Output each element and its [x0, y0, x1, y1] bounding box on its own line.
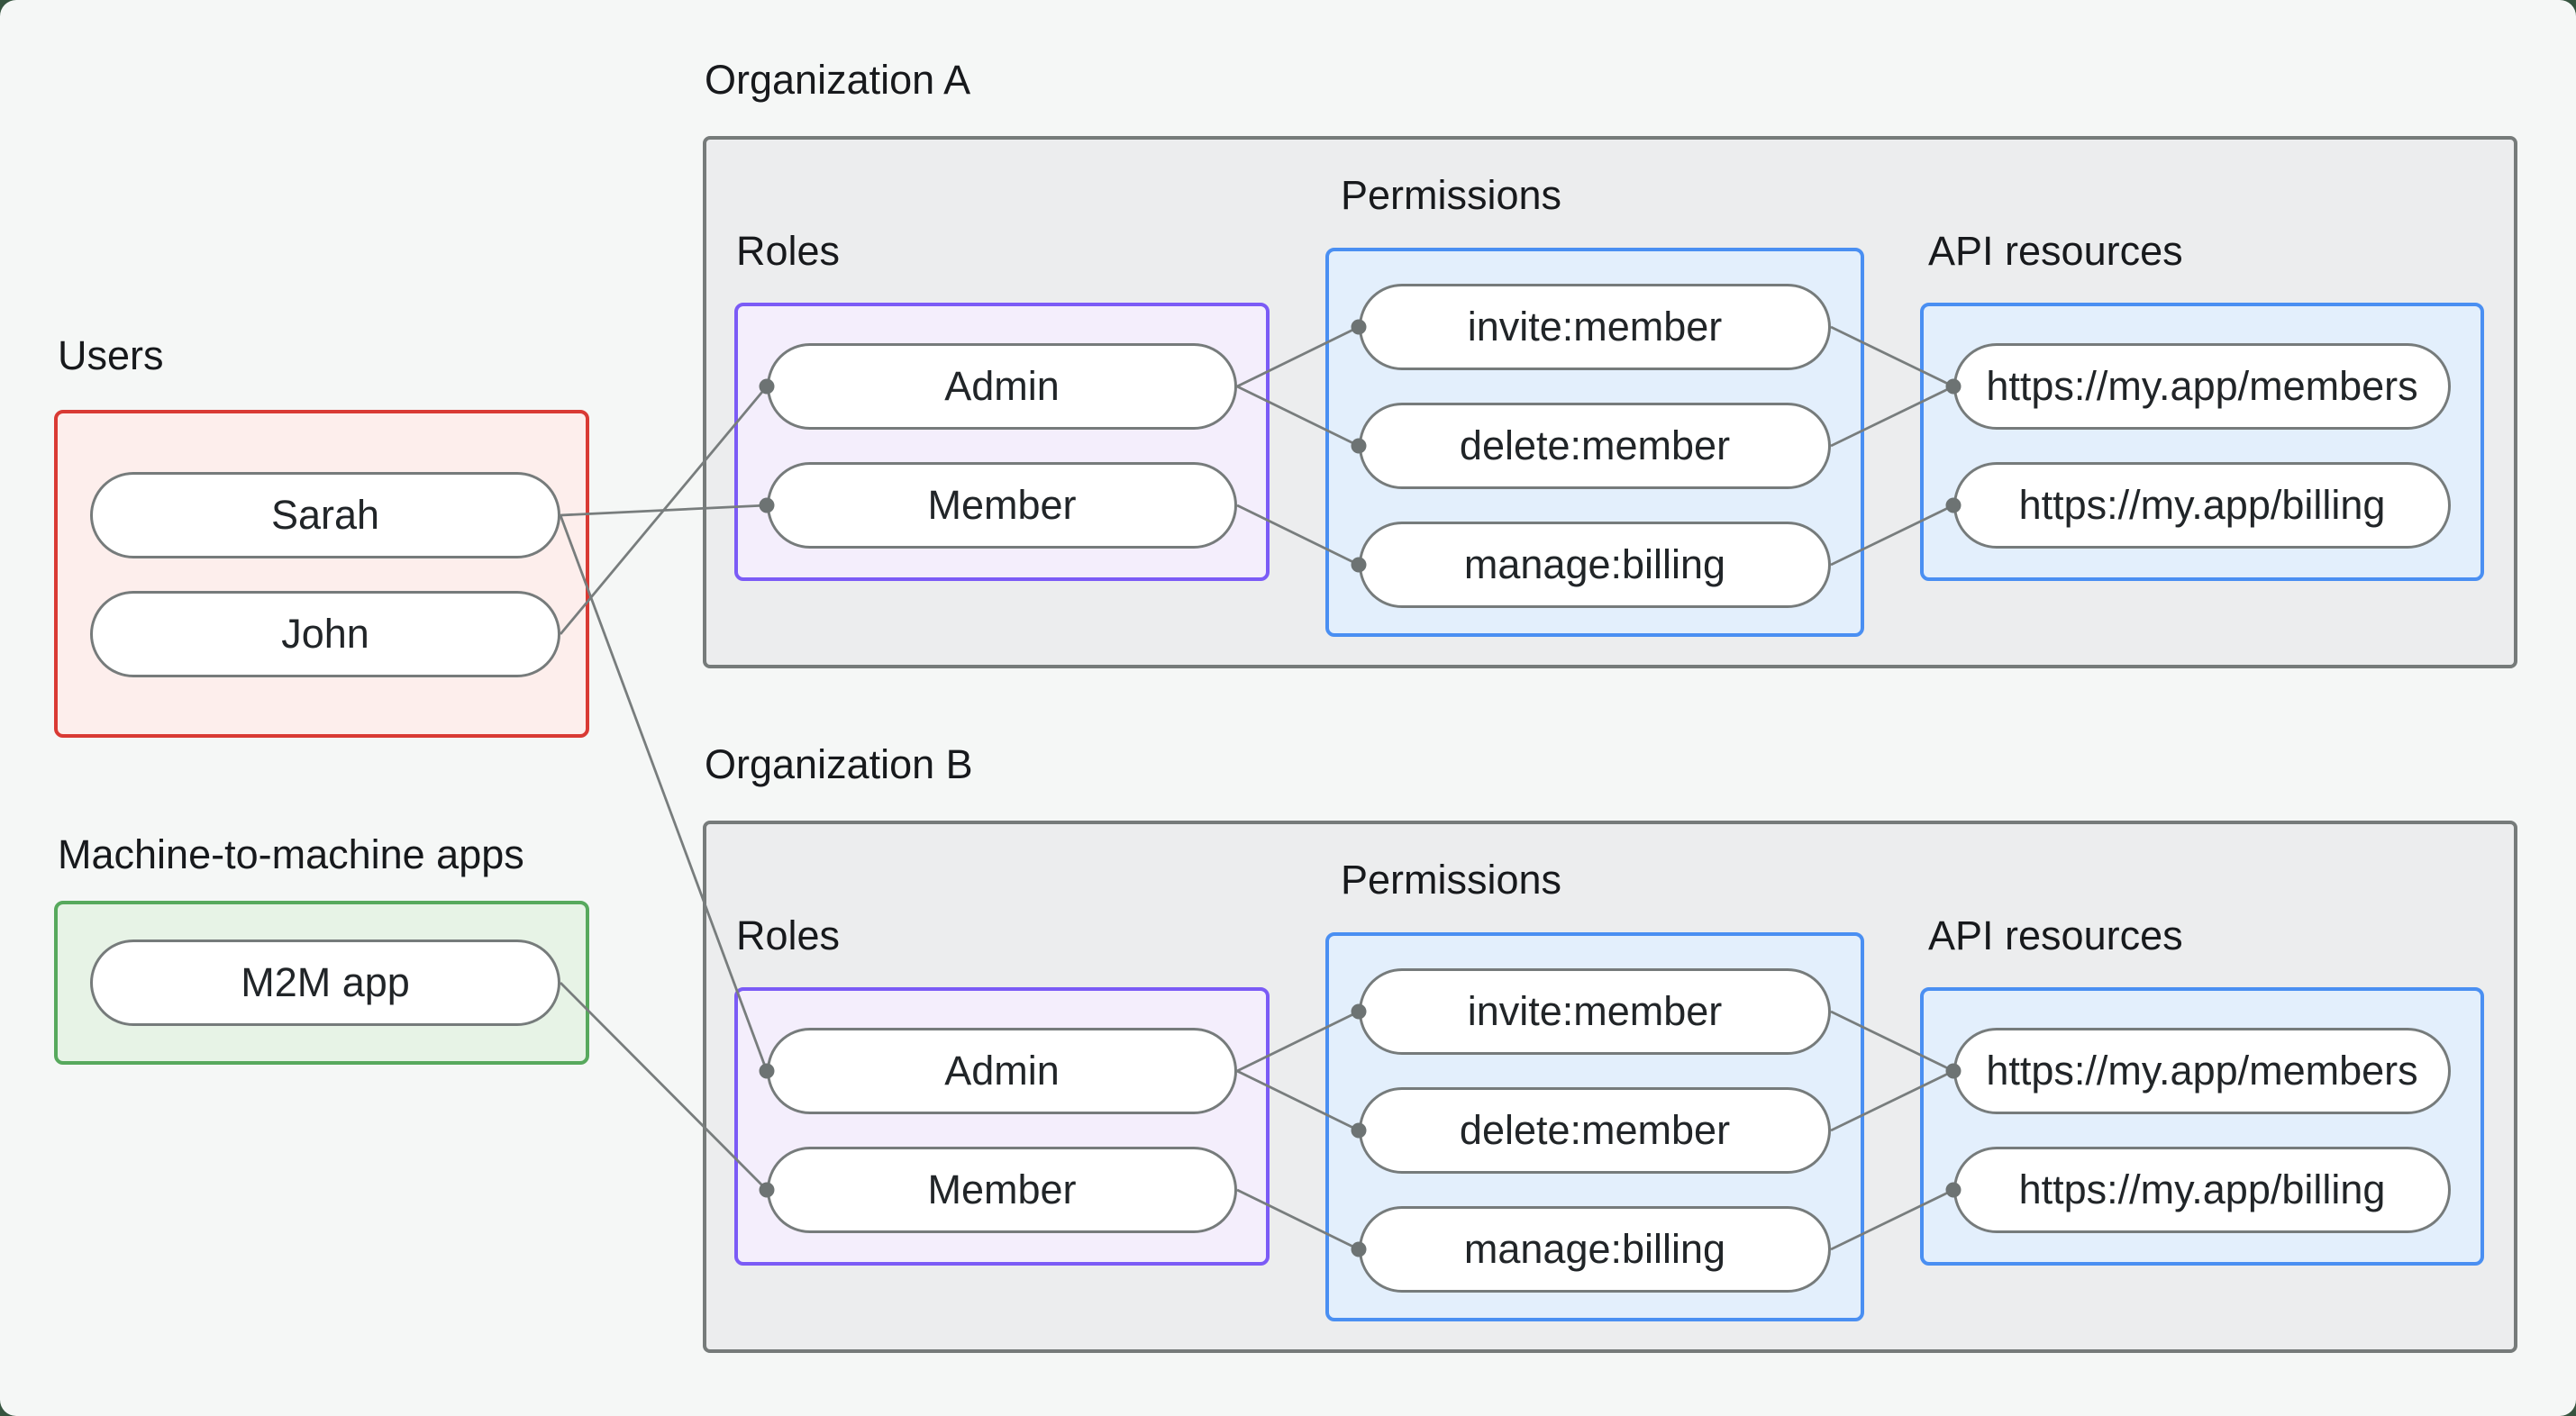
node-org-a-perm-manage: manage:billing	[1359, 522, 1831, 608]
org-b-title: Organization B	[705, 741, 973, 787]
org-a-title: Organization A	[705, 57, 971, 103]
users-group-label: Users	[58, 332, 164, 378]
node-user-john: John	[90, 591, 560, 677]
node-org-b-perm-manage: manage:billing	[1359, 1206, 1831, 1293]
m2m-group-label: Machine-to-machine apps	[58, 831, 524, 877]
node-org-b-api-billing: https://my.app/billing	[1953, 1147, 2451, 1233]
org-b-roles-label: Roles	[736, 912, 841, 958]
node-org-b-role-admin: Admin	[767, 1028, 1237, 1114]
node-org-a-api-members: https://my.app/members	[1953, 343, 2451, 430]
node-org-b-perm-invite: invite:member	[1359, 968, 1831, 1055]
org-b-permissions-label: Permissions	[1341, 857, 1562, 903]
node-m2m-app: M2M app	[90, 939, 560, 1026]
node-org-b-perm-delete: delete:member	[1359, 1087, 1831, 1174]
org-a-api-resources-label: API resources	[1928, 228, 2183, 274]
node-org-b-role-member: Member	[767, 1147, 1237, 1233]
node-org-a-api-billing: https://my.app/billing	[1953, 462, 2451, 549]
node-org-a-role-admin: Admin	[767, 343, 1237, 430]
node-org-a-perm-delete: delete:member	[1359, 403, 1831, 489]
node-user-sarah: Sarah	[90, 472, 560, 558]
org-a-permissions-label: Permissions	[1341, 172, 1562, 218]
org-b-api-resources-label: API resources	[1928, 912, 2183, 958]
org-a-roles-label: Roles	[736, 228, 841, 274]
node-org-a-role-member: Member	[767, 462, 1237, 549]
node-org-a-perm-invite: invite:member	[1359, 284, 1831, 370]
users-group-box	[54, 410, 589, 738]
node-org-b-api-members: https://my.app/members	[1953, 1028, 2451, 1114]
